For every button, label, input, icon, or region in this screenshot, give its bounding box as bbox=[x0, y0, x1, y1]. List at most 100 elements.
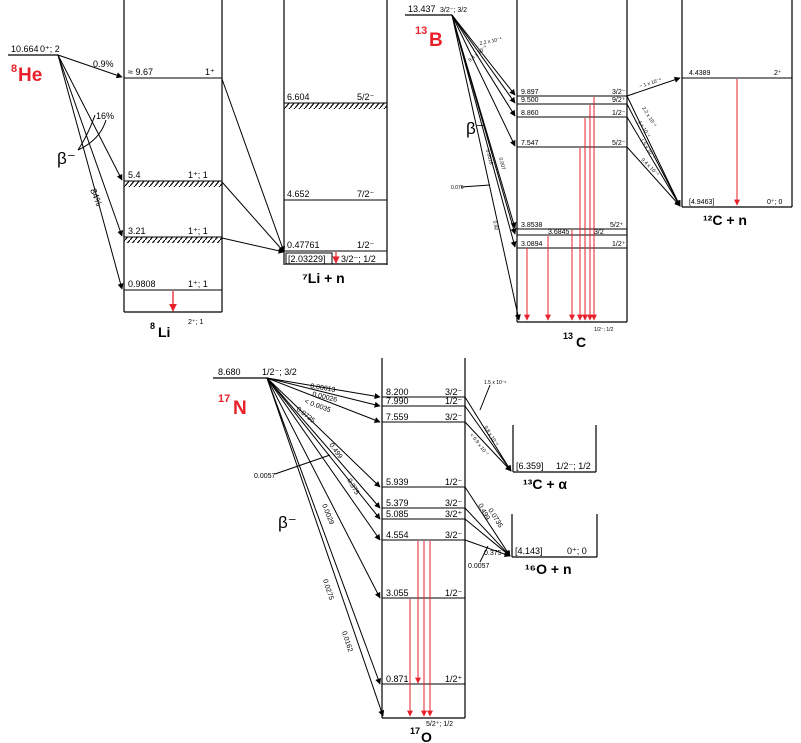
n17-branch-pointer bbox=[274, 454, 331, 475]
n17-branch-label: 0.0275 bbox=[321, 578, 334, 601]
li7n-threshold-energy: [2.03229] bbox=[288, 254, 326, 264]
he8-branch-label: 84% bbox=[88, 187, 104, 207]
li8-mass: 8 bbox=[150, 321, 155, 331]
li8-neutron-arrow bbox=[221, 78, 286, 253]
o17-level-spin: 3/2⁺ bbox=[445, 509, 463, 519]
b13-beta-arrow bbox=[451, 14, 516, 117]
n17-branch-label: 0.499 bbox=[327, 442, 343, 460]
n17-beta-arrow bbox=[266, 377, 381, 685]
he8-parent-symbol: He bbox=[18, 65, 42, 86]
b13-panel: 13.437 3/2⁻; 3/2 13 B β⁻ 1/2⁻; 1/2 13 C … bbox=[405, 0, 793, 350]
o17-neutron-arrow bbox=[464, 507, 511, 557]
o17-alpha-arrow bbox=[464, 405, 512, 472]
c12n-threshold-energy: [4.9463] bbox=[689, 199, 714, 206]
o17-level-energy: 3.055 bbox=[386, 588, 409, 598]
li8-level-spin: 1⁺ bbox=[205, 67, 215, 77]
b13-beta-arrow bbox=[451, 14, 516, 104]
li7-level-spin: 1/2⁻ bbox=[357, 240, 375, 250]
n17-branch-label: 0.0057 bbox=[254, 473, 276, 480]
o17-level-energy: 4.554 bbox=[386, 530, 409, 540]
n17-branch-label: 0.00013 bbox=[310, 383, 336, 394]
n17-beta-arrow bbox=[266, 377, 381, 599]
li8-level-energy: 0.9808 bbox=[128, 279, 156, 289]
n17-beta-arrow bbox=[266, 377, 381, 423]
he8-branch-pointer bbox=[77, 114, 96, 151]
o17-neutron-arrow bbox=[464, 486, 511, 557]
c13-level-spin: 3/2⁻ bbox=[612, 89, 626, 96]
c13-neutron-arrow bbox=[626, 103, 681, 207]
c13-neutron-arrow bbox=[626, 116, 681, 207]
c13-level-spin: 5/2⁺ bbox=[610, 222, 624, 229]
o17-level-spin: 1/2⁻ bbox=[445, 588, 463, 598]
n17-beta-label: β⁻ bbox=[278, 513, 297, 532]
li8-broad-level bbox=[124, 181, 222, 187]
li8-ground-spin: 2⁺; 1 bbox=[188, 319, 203, 326]
c13a-branch-pointer bbox=[479, 384, 491, 411]
li8-neutron-arrow bbox=[221, 181, 285, 253]
c13a-channel-label: ¹³C + α bbox=[523, 476, 567, 492]
li7-level-spin: 5/2⁻ bbox=[357, 92, 375, 102]
o17-level-spin: 1/2⁻ bbox=[445, 396, 463, 406]
li8-level-spin: 1⁺; 1 bbox=[188, 279, 208, 289]
o16n-branch-pointer bbox=[479, 545, 489, 563]
c13-mass: 13 bbox=[563, 331, 573, 341]
o17-symbol: O bbox=[421, 729, 432, 743]
o16n-branch-label: 0.0057 bbox=[468, 563, 490, 570]
n17-beta-arrow bbox=[266, 377, 381, 541]
n17-beta-arrow bbox=[266, 377, 381, 408]
b13-branch-label: 0.076 bbox=[451, 185, 464, 191]
li8-level-spin: 1⁺; 1 bbox=[188, 226, 208, 236]
c13-level-spin: 1/2⁺ bbox=[612, 241, 626, 248]
he8-parent-spin: 0⁺; 2 bbox=[40, 44, 60, 54]
li8-level-energy: 5.4 bbox=[128, 170, 141, 180]
he8-parent-mass: 8 bbox=[11, 63, 17, 75]
b13-beta-arrow bbox=[451, 14, 517, 248]
c12-level-spin: 2⁺ bbox=[774, 70, 782, 77]
li8-level-energy: 3.21 bbox=[128, 226, 146, 236]
o17-level-energy: 7.559 bbox=[386, 412, 409, 422]
c13-level-spin: 9/2⁺ bbox=[612, 97, 626, 104]
li8-level-spin: 1⁺; 1 bbox=[188, 170, 208, 180]
o17-level-spin: 1/2⁻ bbox=[445, 477, 463, 487]
li7-level-energy: 6.604 bbox=[287, 92, 310, 102]
c13-level-spin: 5/2⁻ bbox=[612, 140, 626, 147]
o16n-threshold-energy: [4.143] bbox=[515, 546, 543, 556]
c13-neutron-arrow bbox=[626, 76, 681, 97]
o17-level-spin: 3/2⁻ bbox=[445, 498, 463, 508]
n17-parent-spin: 1/2⁻; 3/2 bbox=[262, 367, 297, 377]
c12n-branch-label: 1.5 x 10⁻⁴ bbox=[638, 138, 656, 160]
c13-level-energy: 9.500 bbox=[521, 97, 539, 104]
n17-parent-mass: 17 bbox=[218, 393, 230, 405]
b13-beta-arrow bbox=[451, 14, 521, 321]
c13a-branch-label: 1.5 x 10⁻⁵ bbox=[484, 380, 507, 386]
n17-branch-label: 0.0162 bbox=[340, 630, 353, 653]
o17-level-spin: 3/2⁻ bbox=[445, 387, 463, 397]
li7-level-spin: 7/2⁻ bbox=[357, 189, 375, 199]
b13-beta-arrow bbox=[451, 14, 516, 147]
o17-level-energy: 5.085 bbox=[386, 509, 409, 519]
o17-level-energy: 0.871 bbox=[386, 674, 409, 684]
c13-symbol: C bbox=[576, 334, 586, 350]
c13-level-spin: 3/2 bbox=[594, 229, 604, 236]
b13-beta-label: β⁻ bbox=[466, 119, 485, 138]
c13-level-energy: 9.897 bbox=[521, 89, 539, 96]
n17-parent-symbol: N bbox=[233, 398, 247, 419]
b13-branch-label: 0.92 bbox=[491, 220, 499, 231]
c13-level-energy: 3.8538 bbox=[521, 222, 543, 229]
n17-parent-energy: 8.680 bbox=[218, 367, 241, 377]
li7n-threshold-spin: 3/2⁻; 1/2 bbox=[341, 254, 376, 264]
c13-level-energy: 8.860 bbox=[521, 110, 539, 117]
li7-level-energy: 0.47761 bbox=[287, 240, 320, 250]
he8-branch-label: 0.9% bbox=[93, 59, 114, 69]
b13-parent-energy: 13.437 bbox=[408, 4, 436, 14]
li8-broad-level bbox=[124, 237, 222, 243]
b13-beta-arrow bbox=[451, 14, 517, 235]
c13a-threshold-spin: 1/2⁻; 1/2 bbox=[556, 461, 591, 471]
o17-mass: 17 bbox=[410, 726, 420, 736]
o16n-threshold-spin: 0⁺; 0 bbox=[567, 546, 587, 556]
n17-beta-arrow bbox=[266, 377, 381, 400]
o17-level-energy: 8.200 bbox=[386, 387, 409, 397]
c13-level-spin: 1/2⁻ bbox=[612, 110, 626, 117]
c12-level-energy: 4.4389 bbox=[689, 70, 711, 77]
